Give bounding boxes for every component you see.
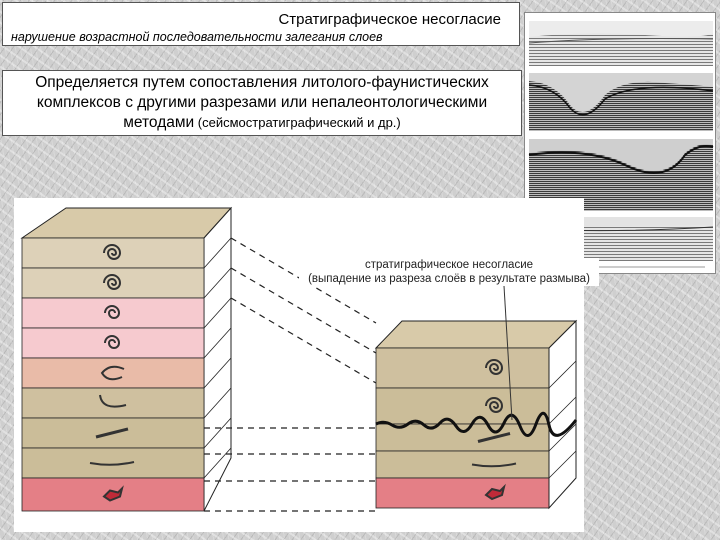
shell-flat-fossil-icon <box>89 461 135 466</box>
right-layer-5 <box>375 477 550 509</box>
callout-title: стратиграфическое несогласие <box>364 259 534 271</box>
definition-box: Определяется путем сопоставления литолог… <box>2 70 522 136</box>
ammonite-small-fossil-icon <box>104 335 121 349</box>
ammonite-fossil-icon <box>103 244 122 260</box>
correlation-lines <box>204 237 377 512</box>
definition-line-3: методами (сейсмостратиграфический и др.) <box>3 113 521 133</box>
block-diagram <box>20 206 578 512</box>
ammonite-open-fossil-icon <box>100 365 125 381</box>
left-layer-3 <box>21 297 205 329</box>
belemnite-fossil-icon <box>477 432 511 443</box>
right-section-column <box>374 285 578 510</box>
seismic-profiles-drawing <box>528 21 714 268</box>
page-title: Стратиграфическое несогласие <box>278 11 501 28</box>
unconformity-surface <box>375 411 578 437</box>
shard-fossil-icon <box>484 483 506 501</box>
left-layer-4 <box>21 327 205 359</box>
left-layer-6 <box>21 387 205 419</box>
belemnite-fossil-icon <box>95 427 129 439</box>
ammonite-fossil-icon <box>485 359 504 375</box>
callout-pointer <box>503 285 513 421</box>
shell-flat-fossil-icon <box>471 462 517 468</box>
right-layer-4 <box>375 450 550 479</box>
definition-line-2: комплексов с другими разрезами или непал… <box>36 94 488 111</box>
title-box: Стратиграфическое несогласие нарушение в… <box>2 2 520 46</box>
left-layer-8 <box>21 447 205 479</box>
right-column-side <box>548 319 577 510</box>
shard-fossil-icon <box>102 485 124 502</box>
left-column-top <box>20 207 233 239</box>
page-subtitle: нарушение возрастной последовательности … <box>11 30 383 44</box>
callout-note: (выпадение из разреза слоёв в результате… <box>308 273 590 285</box>
right-layer-2 <box>375 387 550 425</box>
seismic-profiles-image <box>524 12 716 274</box>
definition-line-3-note: (сейсмостратиграфический и др.) <box>194 115 401 130</box>
hook-fossil-icon <box>99 394 127 408</box>
right-column-top <box>374 320 578 349</box>
left-layer-5 <box>21 357 205 389</box>
definition-line-3-main: методами <box>123 114 195 131</box>
unconformity-callout: стратиграфическое несогласие (выпадение … <box>299 258 599 286</box>
ammonite-fossil-icon <box>485 397 504 413</box>
ammonite-small-fossil-icon <box>104 305 121 319</box>
left-section-column <box>20 206 233 512</box>
ammonite-fossil-icon <box>103 274 122 290</box>
right-layer-1 <box>375 347 550 389</box>
stratigraphy-diagram: стратиграфическое несогласие (выпадение … <box>14 198 599 532</box>
definition-line-1: Определяется путем сопоставления литолог… <box>35 74 489 91</box>
